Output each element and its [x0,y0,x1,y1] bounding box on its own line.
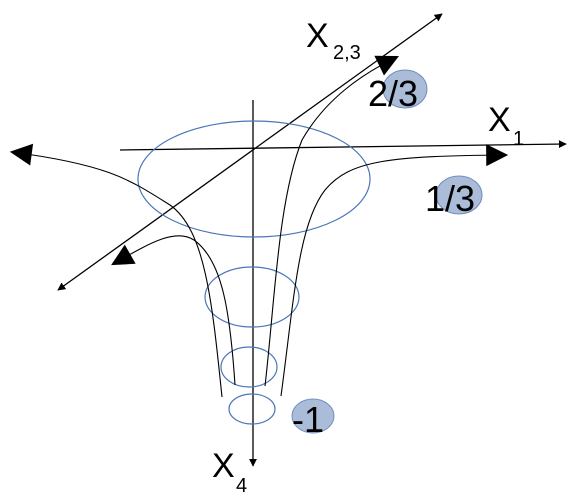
funnel-ring-top [137,120,371,238]
axis-x1-label: X [488,101,511,139]
axis-x4-label: X [212,447,235,485]
exponent-x4-label: -1 [292,399,324,440]
flow-curve-left [9,143,223,398]
axis-x23-label: X [306,17,329,55]
funnel-ring-low [220,346,278,388]
funnel-ring-bottom [228,393,276,425]
funnel-ring-mid [204,266,300,328]
blob-x4 [291,398,335,434]
axis-x23-line [57,13,443,291]
exponent-x23-label: 2/3 [368,73,418,114]
axis-x23-subscript: 2,3 [333,42,361,64]
axis-x1-subscript: 1 [513,128,524,150]
blob-x23 [382,69,428,109]
flow-curve-right [280,144,509,397]
flow-curve-down-left [111,235,236,386]
axis-x4-subscript: 4 [236,475,247,493]
exponent-x1-label: 1/3 [425,178,475,219]
blob-x1 [435,175,483,215]
flow-curve-up [264,55,399,387]
axis-x1-line [119,140,567,151]
